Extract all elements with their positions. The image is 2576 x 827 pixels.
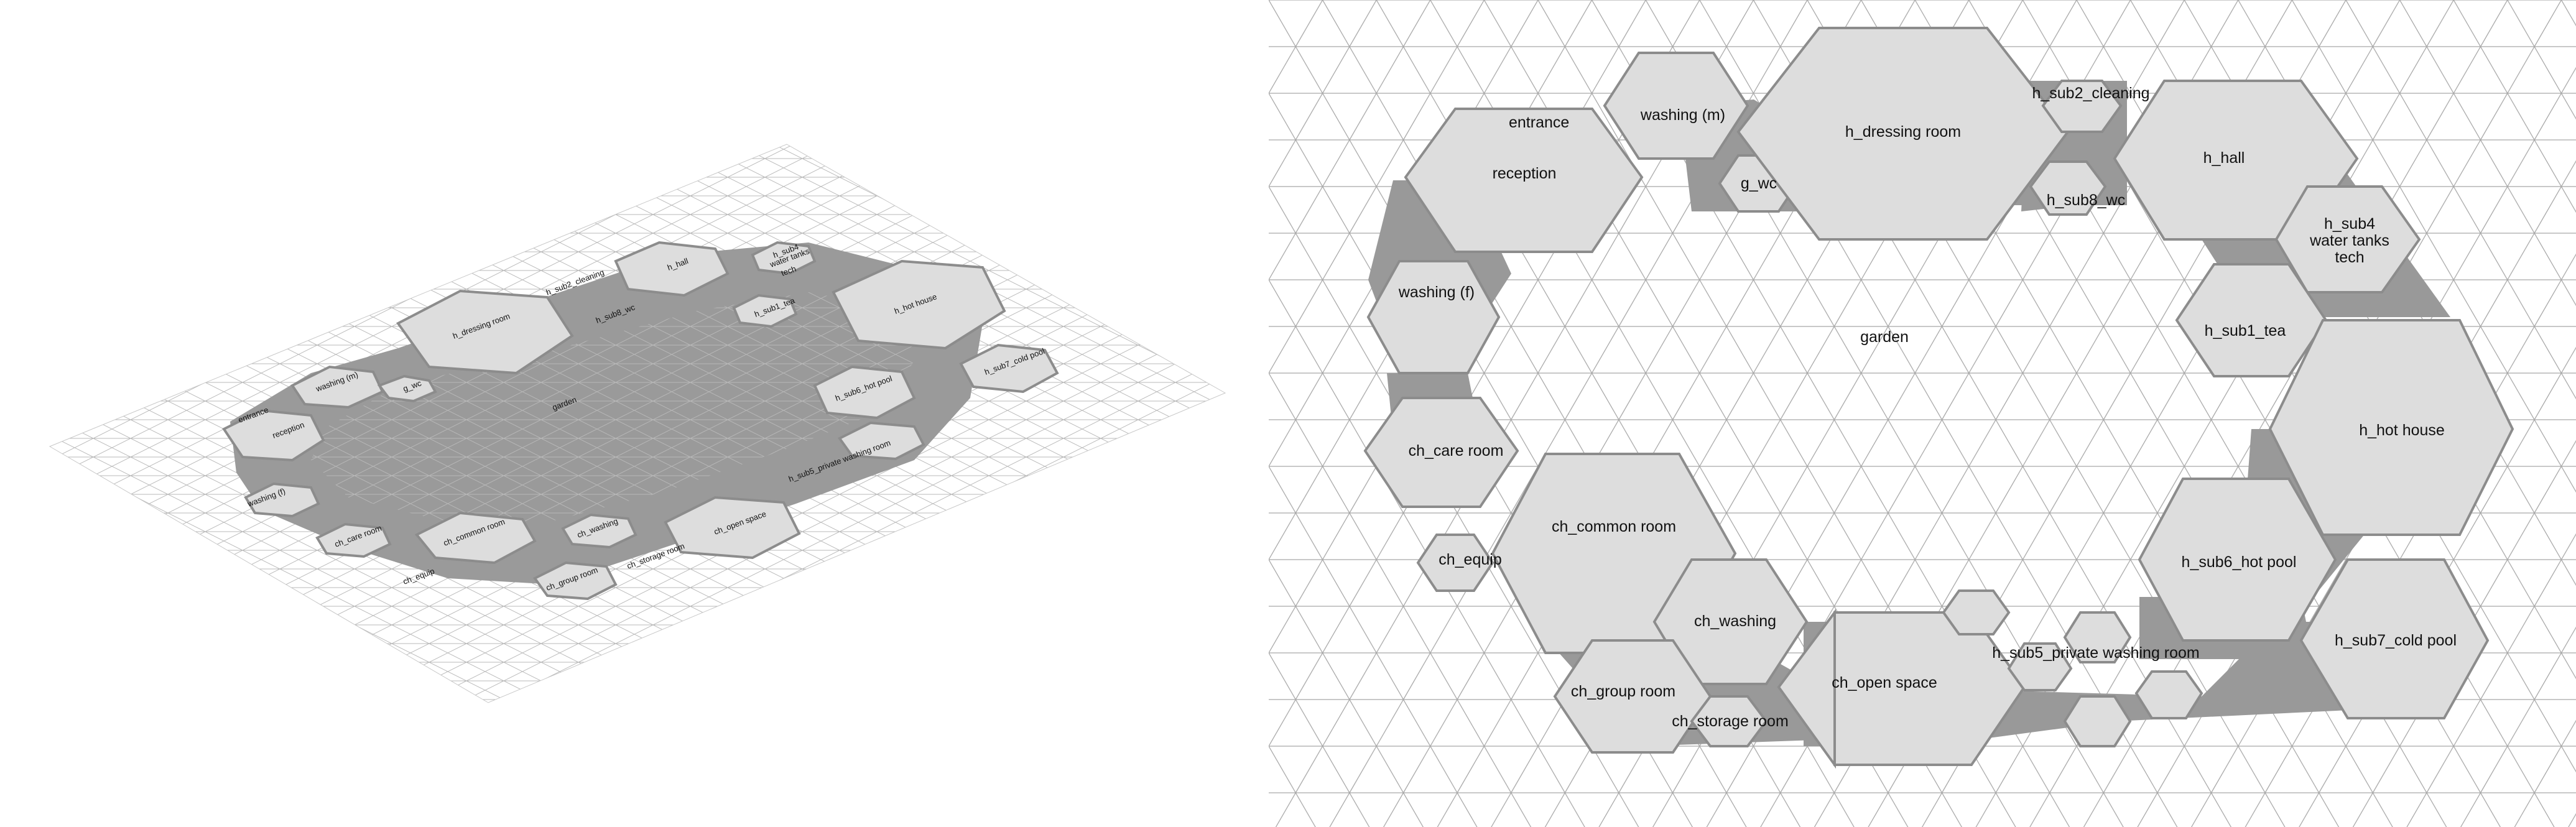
label-h-sub7: h_sub7_cold pool	[2335, 632, 2457, 649]
room-h-hot-house	[2268, 319, 2514, 536]
iso-room-ch-group	[533, 561, 618, 601]
iso-room-h-hall	[614, 241, 730, 297]
label-h-sub2: h_sub2_cleaning	[2032, 85, 2149, 102]
room-h-sub6	[2138, 478, 2337, 642]
iso-rooms	[222, 241, 1059, 601]
plan-rooms	[1363, 27, 2514, 769]
label-ch-open-space: ch_open space	[1832, 674, 1937, 691]
isometric-view: entrance reception washing (m) g_wc h_dr…	[49, 144, 1226, 703]
iso-room-h-sub7	[959, 343, 1059, 394]
iso-room-ch-common	[414, 511, 537, 565]
label-h-sub4-line2: water tanks	[2309, 232, 2389, 249]
label-h-dressing: h_dressing room	[1845, 123, 1961, 141]
room-washing-f	[1366, 260, 1501, 374]
plan-labels: entrance reception washing (m) g_wc h_dr…	[1398, 85, 2457, 730]
room-reception	[1404, 108, 1644, 253]
room-h-sub4	[2274, 185, 2421, 293]
room-h-sub5-small-1	[1942, 589, 2011, 635]
iso-room-washing-f	[244, 482, 320, 518]
room-h-sub8	[2029, 160, 2107, 216]
label-ch-storage: ch_storage room	[1672, 713, 1789, 730]
room-h-sub1	[2175, 263, 2328, 377]
room-h-sub5-small-4	[2063, 695, 2132, 747]
iso-room-ch-care	[315, 522, 392, 558]
label-h-hall: h_hall	[2203, 149, 2245, 167]
room-ch-group	[1553, 639, 1712, 754]
label-reception: reception	[1493, 165, 1557, 182]
iso-room-h-sub1	[732, 293, 798, 328]
label-ch-washing: ch_washing	[1694, 612, 1776, 630]
room-h-dressing	[1736, 27, 2070, 241]
room-ch-storage	[1690, 695, 1768, 747]
label-h-sub1: h_sub1_tea	[2205, 322, 2286, 340]
label-ch-group: ch_group room	[1571, 683, 1675, 700]
iso-room-washing-m	[290, 365, 384, 409]
label-entrance: entrance	[1509, 114, 1569, 131]
label-h-sub8: h_sub8_wc	[2047, 192, 2125, 209]
iso-room-ch-washing	[561, 513, 637, 549]
iso-room-reception	[222, 409, 325, 462]
iso-room-h-sub6	[813, 365, 916, 420]
label-h-sub4-line3: tech	[2335, 249, 2364, 266]
iso-room-h-hot-house	[832, 259, 1006, 350]
label-h-sub5: h_sub5_private washing room	[1992, 644, 2200, 662]
iso-room-h-sub5	[838, 421, 925, 461]
room-washing-m	[1603, 52, 1749, 160]
iso-room-h-sub4	[751, 241, 817, 275]
label-h-sub6: h_sub6_hot pool	[2182, 553, 2297, 571]
room-h-sub5-small-2	[2007, 642, 2073, 691]
room-h-sub7	[2299, 558, 2490, 719]
room-ch-equip	[1416, 534, 1494, 592]
label-h-sub4-line1: h_sub4	[2324, 215, 2375, 233]
room-ch-open-space-left	[1777, 609, 1836, 769]
plan-view: entrance reception washing (m) g_wc h_dr…	[1269, 0, 2576, 827]
label-ch-common: ch_common room	[1552, 518, 1676, 535]
label-garden: garden	[1860, 328, 1909, 346]
room-h-sub5-small-5	[2134, 670, 2203, 719]
room-ch-washing	[1652, 558, 1809, 685]
label-ch-equip: ch_equip	[1439, 551, 1501, 568]
label-g-wc: g_wc	[1741, 175, 1777, 192]
room-h-sub5-small-3	[2063, 611, 2132, 663]
iso-room-ch-open-space	[664, 496, 801, 560]
iso-garden-floor	[311, 292, 914, 522]
iso-room-g-wc	[377, 374, 437, 403]
room-ch-care	[1363, 397, 1519, 508]
label-washing-f: washing (f)	[1398, 284, 1475, 301]
label-h-hot-house: h_hot house	[2359, 422, 2445, 439]
iso-room-h-dressing	[396, 289, 574, 375]
label-ch-care: ch_care room	[1409, 442, 1504, 460]
label-washing-m: washing (m)	[1640, 106, 1725, 124]
room-h-sub2	[2041, 80, 2123, 133]
